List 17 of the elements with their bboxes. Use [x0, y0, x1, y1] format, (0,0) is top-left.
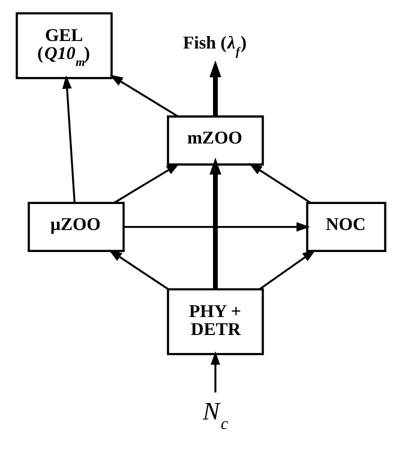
node-box: GEL (Q10$_{m}$): [15, 12, 112, 80]
node-text: N$_{c}$: [202, 398, 228, 433]
arrow: [248, 163, 310, 204]
arrow: [123, 222, 310, 232]
arrow: [209, 60, 221, 116]
arrow: [108, 250, 168, 290]
arrow: [210, 351, 220, 392]
node-text: Fish (λ$_{f}$): [182, 32, 246, 59]
node-box: NOC: [306, 202, 386, 252]
arrow: [113, 163, 180, 204]
arrow: [62, 75, 76, 203]
arrow: [109, 74, 178, 118]
arrow: [209, 158, 221, 289]
arrow: [258, 250, 316, 290]
node-box: μZOO: [27, 202, 124, 252]
node-box: PHY + DETR: [166, 288, 264, 356]
node-box: mZOO: [166, 115, 264, 166]
